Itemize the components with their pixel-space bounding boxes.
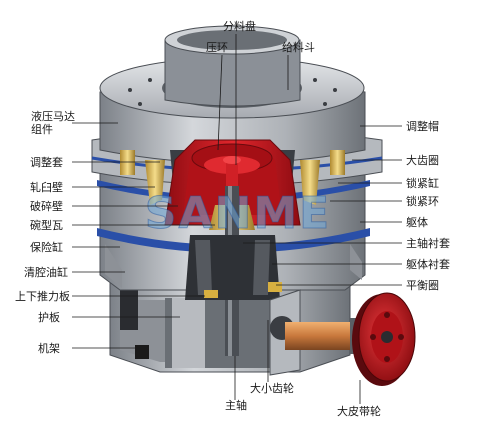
label-lock-cylinder: 锁紧缸 xyxy=(406,177,439,190)
label-feed-hopper: 给料斗 xyxy=(282,41,315,54)
label-large-gear-ring: 大齿圈 xyxy=(406,154,439,167)
label-large-pulley: 大皮带轮 xyxy=(337,405,381,418)
label-roll-mortar-wall: 轧臼壁 xyxy=(30,181,63,194)
drive-assembly xyxy=(269,289,416,386)
label-guard-plate: 护板 xyxy=(38,311,60,324)
label-distributor-plate: 分料盘 xyxy=(223,20,256,33)
label-thrust-plate: 上下推力板 xyxy=(15,290,70,303)
large-pulley xyxy=(352,292,416,386)
label-body: 躯体 xyxy=(406,216,428,229)
label-main-shaft: 主轴 xyxy=(225,399,247,412)
watermark-text: SANME xyxy=(145,188,331,239)
label-bowl-bearing: 碗型瓦 xyxy=(30,219,63,232)
label-gear-pair: 大小齿轮 xyxy=(250,382,294,395)
label-safety-cylinder: 保险缸 xyxy=(30,241,63,254)
leader-lines xyxy=(72,34,402,404)
label-frame: 机架 xyxy=(38,342,60,355)
label-adjusting-sleeve: 调整套 xyxy=(30,156,63,169)
label-balance-ring: 平衡圈 xyxy=(406,279,439,292)
label-main-shaft-liner: 主轴衬套 xyxy=(406,237,450,250)
label-hydraulic-motor: 液压马达 组件 xyxy=(31,110,75,136)
label-lock-ring: 锁紧环 xyxy=(406,195,439,208)
label-mantle-ring: 压环 xyxy=(206,41,228,54)
label-body-liner: 躯体衬套 xyxy=(406,258,450,271)
label-clearing-cylinder: 清腔油缸 xyxy=(24,266,68,279)
cutaway-interior xyxy=(120,139,345,356)
label-adjusting-cap: 调整帽 xyxy=(406,120,439,133)
adjusting-ring xyxy=(99,25,366,164)
label-crushing-wall: 破碎壁 xyxy=(30,200,63,213)
